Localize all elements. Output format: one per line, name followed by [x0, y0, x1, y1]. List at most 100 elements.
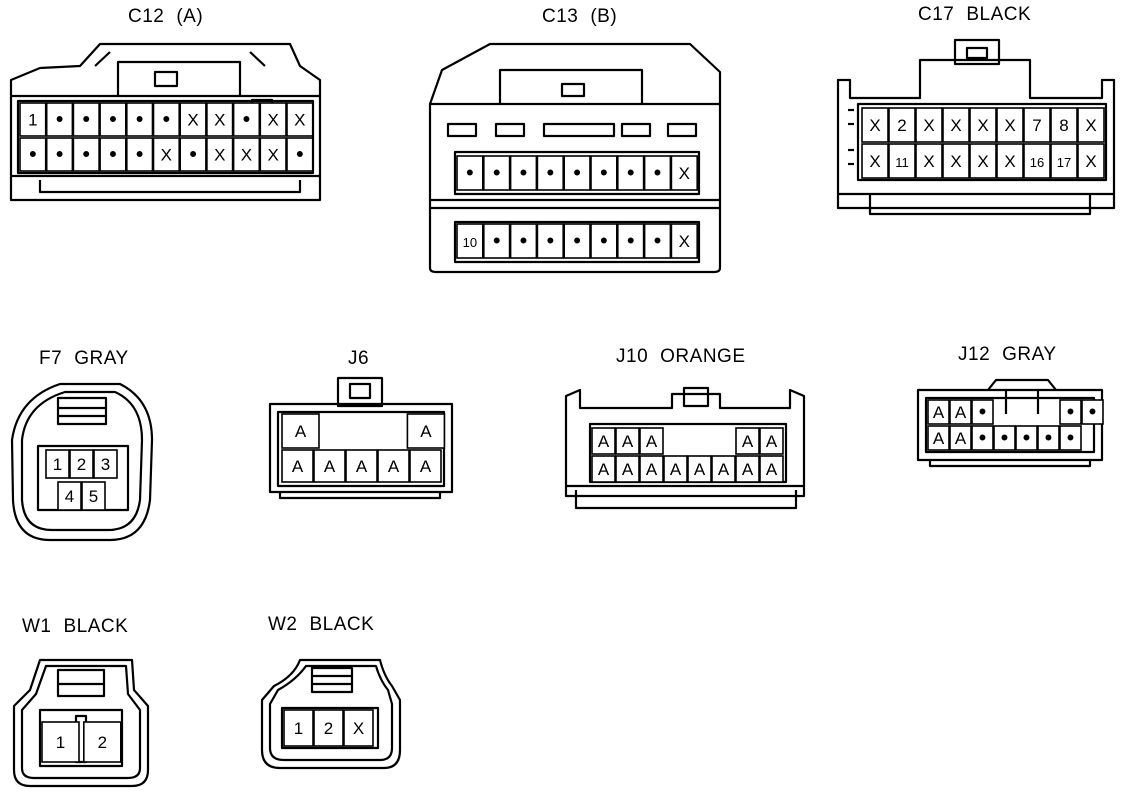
terminal-label: A — [766, 460, 778, 479]
terminal-dot: • — [189, 142, 197, 167]
terminal-label: X — [294, 111, 305, 130]
terminal-cell: A — [639, 427, 664, 455]
terminal-cell: • — [643, 223, 672, 259]
terminal-label: X — [267, 146, 278, 165]
terminal-cavity — [616, 223, 645, 259]
terminal-cavity — [343, 709, 374, 747]
terminal-cell: • — [563, 155, 591, 191]
terminal-cell: • — [1037, 425, 1060, 451]
terminal-cavity — [996, 143, 1024, 179]
terminal-cavity — [1050, 143, 1078, 179]
terminal-cell: • — [126, 137, 154, 172]
terminal-cell: X — [152, 137, 181, 172]
terminal-cavity — [971, 399, 994, 425]
terminal-label: X — [869, 116, 880, 135]
connector-tag: (A) — [176, 6, 204, 27]
terminal-label: A — [356, 457, 368, 476]
terminal-cell: • — [72, 137, 100, 172]
terminal-cavity — [670, 155, 699, 191]
terminal-cavity — [670, 223, 699, 259]
terminal-cell: X — [259, 137, 287, 172]
terminal-label: 10 — [463, 235, 477, 250]
connector-name: J10 — [616, 346, 649, 367]
terminal-dot: • — [1089, 399, 1097, 424]
terminal-cell: A — [281, 413, 320, 449]
connector-name: W1 — [22, 616, 52, 637]
terminal-cell: • — [509, 155, 538, 191]
terminal-cell: A — [759, 455, 784, 483]
terminal-dot: • — [520, 160, 528, 185]
terminal-cell: • — [590, 223, 618, 259]
terminal-cavity — [72, 137, 100, 172]
terminal-label: A — [622, 432, 634, 451]
terminal-cell: • — [232, 102, 261, 137]
terminal-cavity — [206, 102, 234, 137]
terminal-cell: 17 — [1050, 143, 1078, 179]
terminal-cavity — [759, 455, 784, 483]
terminal-cell: X — [670, 223, 699, 259]
connector-title-j6: J6 — [342, 348, 387, 370]
terminal-cell: A — [377, 449, 410, 483]
terminal-label: X — [267, 111, 278, 130]
terminal-cell: • — [99, 137, 127, 172]
terminal-cell: 1 — [19, 102, 47, 137]
terminal-label: X — [1004, 116, 1015, 135]
terminal-cell: X — [915, 143, 943, 179]
terminal-label: 8 — [1059, 116, 1068, 135]
terminal-cell: A — [927, 425, 950, 451]
connector-title-c13: C13(B) — [536, 6, 623, 28]
terminal-cavity — [616, 155, 645, 191]
terminal-label: A — [670, 460, 682, 479]
terminal-cavity — [591, 455, 616, 483]
terminal-label: A — [622, 460, 634, 479]
terminal-cavity — [915, 107, 943, 143]
terminal-label: 16 — [1030, 155, 1044, 170]
terminal-cavity — [152, 102, 181, 137]
terminal-cavity — [1023, 107, 1051, 143]
terminal-cell: X — [343, 709, 374, 747]
terminal-cavity — [281, 413, 320, 449]
terminal-cavity — [969, 107, 997, 143]
connector-name: C13 — [542, 6, 579, 27]
terminal-cell: 2 — [83, 721, 122, 763]
terminal-cavity — [949, 399, 972, 425]
terminal-cavity — [45, 102, 74, 137]
terminal-dot: • — [1023, 425, 1031, 450]
terminal-dot: • — [82, 107, 90, 132]
terminal-cavity — [81, 481, 106, 511]
terminal-cavity — [377, 449, 410, 483]
terminal-dot: • — [493, 160, 501, 185]
terminal-cavity — [643, 155, 672, 191]
terminal-cell: A — [949, 399, 972, 425]
terminal-label: 5 — [89, 487, 98, 506]
terminal-cell: • — [1059, 399, 1082, 425]
terminal-label: A — [292, 457, 304, 476]
terminal-cell: • — [993, 425, 1016, 451]
terminal-label: 1 — [28, 111, 37, 130]
terminal-label: X — [1004, 152, 1015, 171]
terminal-label: A — [420, 422, 432, 441]
terminal-cell: 2 — [69, 449, 94, 479]
terminal-label: A — [742, 460, 754, 479]
terminal-dot: • — [979, 399, 987, 424]
terminal-dot: • — [627, 228, 635, 253]
terminal-cell: • — [179, 137, 207, 172]
terminal-cavity — [19, 102, 47, 137]
terminal-cell: A — [591, 427, 616, 455]
terminal-cavity — [1023, 143, 1051, 179]
terminal-dot: • — [1001, 425, 1009, 450]
terminal-label: X — [869, 152, 880, 171]
terminal-cavity — [615, 427, 640, 455]
terminal-dot: • — [627, 160, 635, 185]
terminal-label: X — [353, 719, 364, 738]
terminal-cell: X — [942, 107, 970, 143]
terminal-dot: • — [82, 142, 90, 167]
terminal-dot: • — [546, 160, 554, 185]
terminal-cell: • — [1015, 425, 1038, 451]
